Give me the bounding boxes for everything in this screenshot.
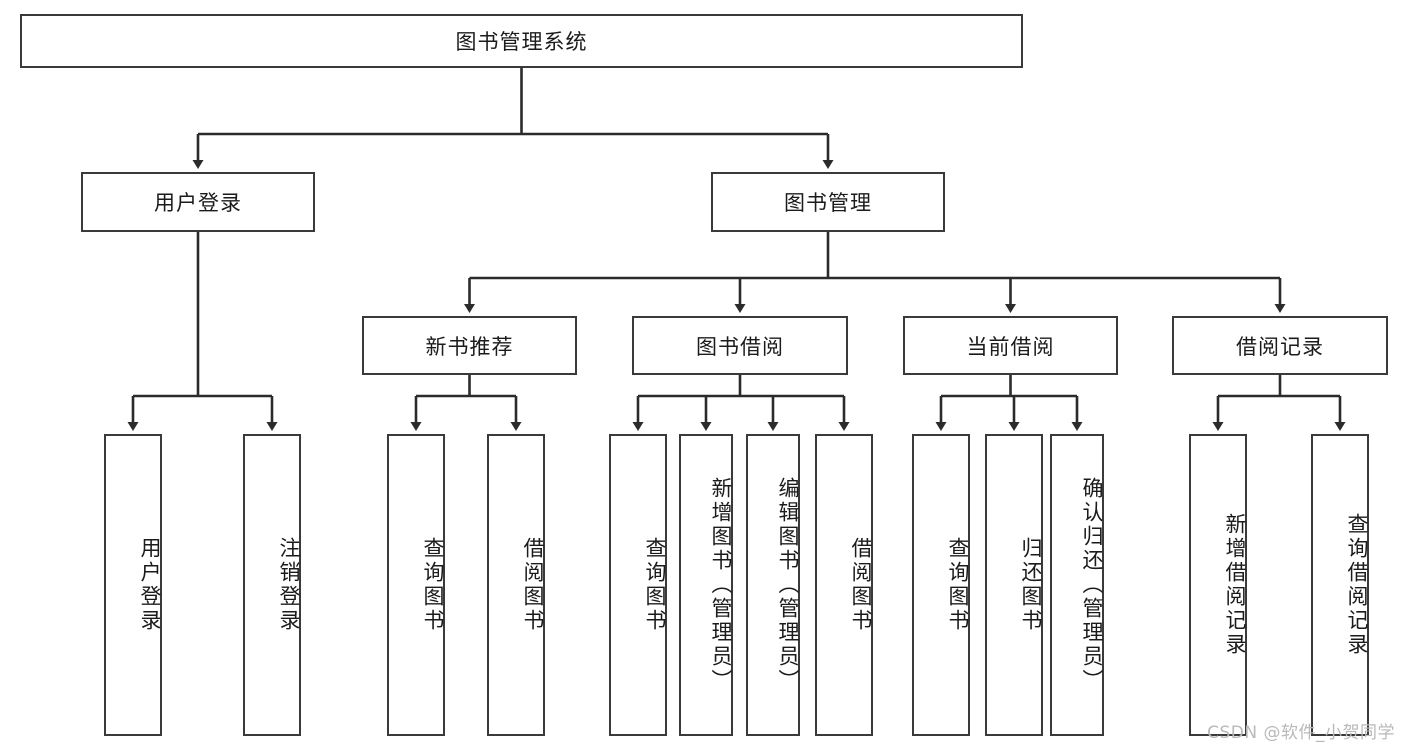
node-root: 图书管理系统 [20,14,1023,68]
node-label: 图书管理系统 [455,30,588,54]
node-label: 确认归还（管理员） [1080,477,1104,693]
node-label: 注销登录 [277,537,301,633]
node-leaf-query-book-2: 查询图书 [609,434,667,736]
node-label: 查询图书 [946,537,970,633]
node-label: 新书推荐 [425,334,514,359]
node-label: 用户登录 [138,537,162,633]
node-borrow-record: 借阅记录 [1172,316,1388,375]
node-leaf-query-book-3: 查询图书 [912,434,970,736]
node-label: 用户登录 [154,191,242,215]
node-book-manage: 图书管理 [711,172,945,232]
node-leaf-edit-book: 编辑图书（管理员） [746,434,800,736]
node-label: 借阅图书 [521,537,545,633]
node-label: 当前借阅 [966,334,1055,359]
node-label: 新增借阅记录 [1223,513,1247,657]
node-label: 归还图书 [1019,537,1043,633]
node-label: 借阅记录 [1236,334,1324,359]
node-label: 图书管理 [784,191,872,215]
node-leaf-confirm-return: 确认归还（管理员） [1050,434,1104,736]
node-label: 借阅图书 [849,537,873,633]
node-label: 新增图书（管理员） [709,477,733,693]
csdn-watermark: CSDN @软件_小贺同学 [1207,723,1395,743]
node-leaf-return-book: 归还图书 [985,434,1043,736]
node-label: 查询图书 [421,537,445,633]
node-leaf-user-login: 用户登录 [104,434,162,736]
node-book-borrow: 图书借阅 [632,316,848,375]
node-current-borrow: 当前借阅 [903,316,1118,375]
node-leaf-borrow-book-2: 借阅图书 [815,434,873,736]
node-leaf-borrow-book-1: 借阅图书 [487,434,545,736]
node-leaf-add-record: 新增借阅记录 [1189,434,1247,736]
node-label: 图书借阅 [696,334,784,359]
node-label: 查询图书 [643,537,667,633]
node-new-book-rec: 新书推荐 [362,316,577,375]
node-leaf-add-book: 新增图书（管理员） [679,434,733,736]
node-leaf-query-book-1: 查询图书 [387,434,445,736]
node-label: 编辑图书（管理员） [776,477,800,693]
node-label: 查询借阅记录 [1345,513,1369,657]
node-leaf-query-record: 查询借阅记录 [1311,434,1369,736]
node-user-login: 用户登录 [81,172,315,232]
node-leaf-user-logout: 注销登录 [243,434,301,736]
